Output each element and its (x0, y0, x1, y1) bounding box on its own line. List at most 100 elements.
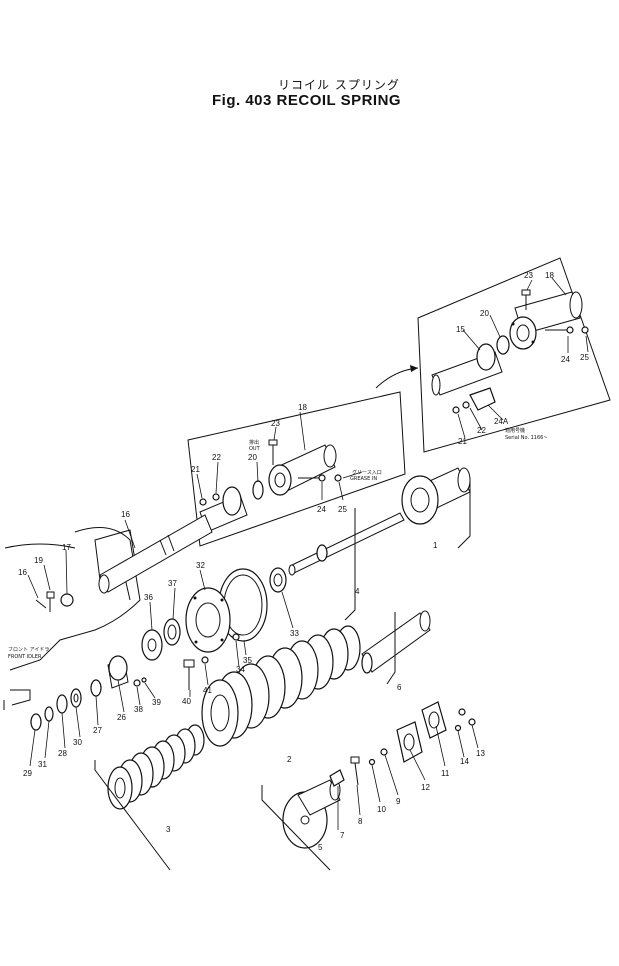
part-label-16-rod: 16 (121, 510, 130, 519)
mid-part-label-24: 24 (317, 505, 326, 514)
inset-bracket-24A (469, 387, 496, 411)
mid-part-label-23: 23 (271, 419, 280, 428)
part-label-19: 19 (34, 556, 43, 565)
inset-ring-20 (496, 335, 510, 355)
collar-26 (107, 655, 129, 689)
part-label-41: 41 (203, 686, 212, 695)
bolt-40 (183, 659, 195, 690)
washer-38 (133, 679, 141, 687)
inset-washer-22 (462, 401, 470, 409)
inset-bolt-23-head (521, 289, 531, 296)
assembly-leaders (3, 478, 471, 871)
ring-27 (90, 679, 102, 697)
grease-in-jp-label: グリース入口 (352, 469, 382, 476)
part-label-14: 14 (460, 757, 469, 766)
part-label-30: 30 (73, 738, 82, 747)
plate-5 (282, 779, 341, 849)
ring-29 (30, 713, 42, 731)
part-label-7: 7 (340, 831, 345, 840)
part-label-1: 1 (433, 541, 438, 550)
part-label-37: 37 (168, 579, 177, 588)
nut-34 (232, 633, 240, 641)
inset-detail-upper (375, 257, 611, 453)
part-label-18: 18 (545, 271, 554, 280)
part-label-3: 3 (166, 825, 171, 834)
mid-part-label-21: 21 (191, 465, 200, 474)
title-english: Fig. 403 RECOIL SPRING (212, 92, 402, 109)
bolt-9 (380, 748, 388, 756)
front-idler-label: FRONT IDLER (8, 654, 42, 660)
part-label-32: 32 (196, 561, 205, 570)
part-label-24: 24 (561, 355, 570, 364)
inset-bolt-21 (452, 406, 460, 414)
mid-part-label-20: 20 (248, 453, 257, 462)
spring-3 (107, 724, 205, 810)
part-label-38: 38 (134, 705, 143, 714)
bolt-19 (46, 591, 55, 612)
front-idler-jp-label: フロント アイドラ (8, 647, 49, 653)
washer-41 (201, 656, 209, 664)
part-label-11: 11 (441, 769, 450, 778)
part-label-4: 4 (355, 587, 360, 596)
part-label-25: 25 (580, 353, 589, 362)
grease-out-jp-label: 排出 (249, 439, 259, 446)
rod-4 (288, 512, 405, 576)
serial-label: Serial No. 1166~ (505, 435, 548, 441)
part-label-35: 35 (243, 656, 252, 665)
washer-10 (368, 758, 376, 766)
serial-jp-label: 適用号機 (505, 427, 525, 434)
part-label-26: 26 (117, 713, 126, 722)
washer-36 (141, 629, 163, 661)
inset-detail-middle (187, 391, 406, 547)
seal-37 (163, 618, 181, 646)
text-annotations: グリース入口 GREASE IN 排出 OUT フロント アイドラ FRONT … (8, 427, 548, 660)
inset-flange-15 (509, 316, 537, 350)
part-label-12: 12 (421, 783, 430, 792)
part-label-13: 13 (476, 749, 485, 758)
part-label-5: 5 (318, 843, 323, 852)
bolt-16-left (35, 599, 47, 609)
part-label-27: 27 (93, 726, 102, 735)
bolt-8 (350, 756, 360, 786)
part-label-17: 17 (62, 543, 71, 552)
mid-ring-20 (252, 480, 264, 500)
title-japanese: リコイル スプリング (278, 78, 400, 92)
spring-2 (201, 625, 361, 747)
ring-30-inner (73, 693, 79, 703)
housing-32 (185, 587, 231, 653)
part-label-10: 10 (377, 805, 386, 814)
part-label-40: 40 (182, 697, 191, 706)
part-label-8: 8 (358, 817, 363, 826)
part-label-39: 39 (152, 698, 161, 707)
bolt-13b (458, 708, 466, 716)
cylinder-1 (401, 467, 471, 525)
mid-part-label-18: 18 (298, 403, 307, 412)
cover-12 (396, 721, 423, 763)
part-label-31: 31 (38, 760, 47, 769)
part-label-34: 34 (236, 665, 245, 674)
inset-rod-16 (431, 343, 503, 396)
inset-nut-25 (581, 326, 589, 334)
spacer-6 (361, 610, 431, 674)
plug-17 (60, 593, 74, 607)
bolt-13 (468, 718, 476, 726)
inset-bolt-24-head (566, 326, 574, 334)
part-label-24A: 24A (494, 417, 509, 426)
part-label-16: 16 (18, 568, 27, 577)
washer-14 (454, 724, 462, 732)
nut-7 (329, 769, 345, 787)
part-label-2: 2 (287, 755, 292, 764)
part-label-21: 21 (458, 437, 467, 446)
ring-31 (44, 706, 54, 722)
part-label-15: 15 (456, 325, 465, 334)
rod-16 (98, 514, 213, 594)
grease-in-label: GREASE IN (350, 476, 377, 482)
part-label-36: 36 (144, 593, 153, 602)
cover-11 (421, 701, 447, 739)
pin-39 (141, 677, 147, 683)
part-label-28: 28 (58, 749, 67, 758)
part-leaders (27, 519, 479, 830)
part-label-6: 6 (397, 683, 402, 692)
